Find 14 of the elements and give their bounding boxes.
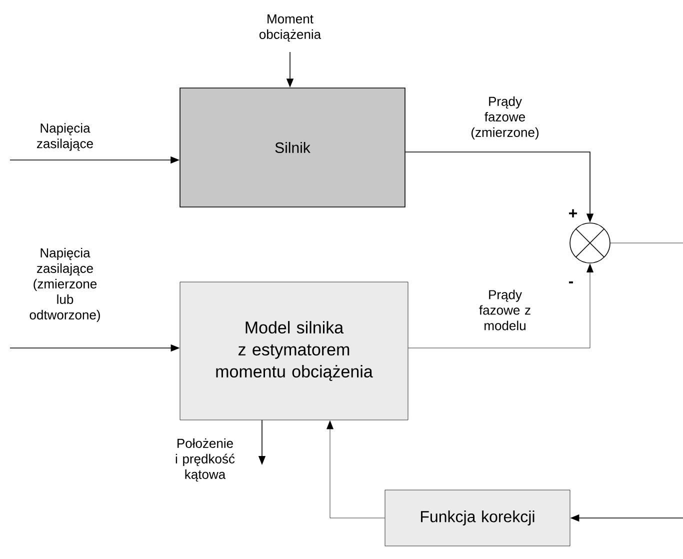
process-box: Funkcja korekcji bbox=[384, 490, 570, 546]
process-box: Model silnika z estymatorem momentu obciążenia bbox=[180, 282, 408, 420]
arrow bbox=[326, 420, 385, 518]
edge-label: Moment obciążenia bbox=[259, 14, 322, 42]
sign-label: + bbox=[569, 209, 578, 218]
process-box: Silnik bbox=[180, 88, 406, 208]
edge-label: Położenie i prędkość kątowa bbox=[176, 438, 235, 482]
edge-label: Prądy fazowe (zmierzone) bbox=[472, 96, 538, 140]
edge-label: Napięcia zasilające (zmierzone lub odtworzone) bbox=[30, 248, 100, 322]
sign-label: - bbox=[568, 281, 574, 284]
edge-label: Napięcia zasilające bbox=[37, 123, 93, 151]
edge-label: Prądy fazowe z modelu bbox=[479, 290, 530, 330]
arrow bbox=[408, 264, 594, 348]
summing-junction bbox=[570, 222, 610, 264]
